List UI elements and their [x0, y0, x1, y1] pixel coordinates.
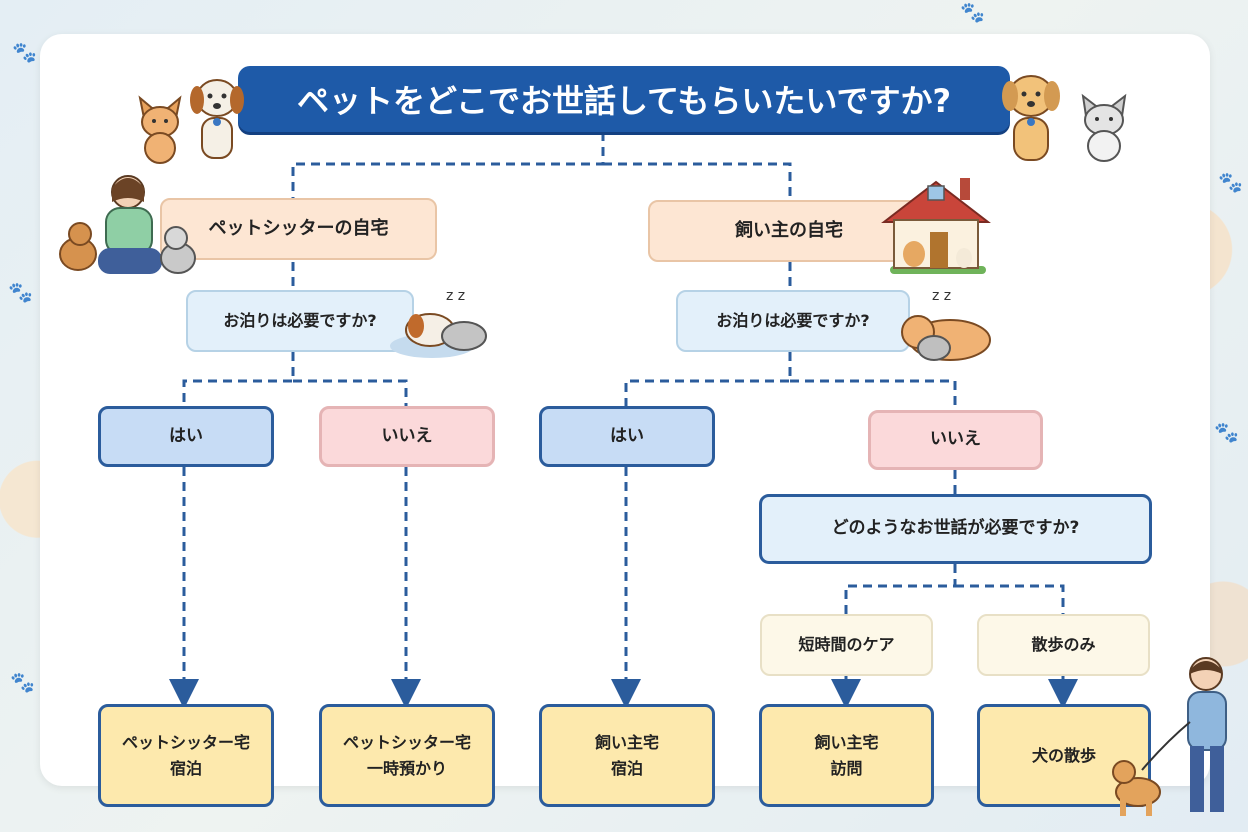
connector: [293, 379, 408, 406]
paw-icon: 🐾: [10, 670, 35, 694]
care-type-question: どのようなお世話が必要ですか?: [759, 494, 1152, 564]
paw-icon: 🐾: [12, 40, 37, 64]
paw-icon: 🐾: [1214, 420, 1239, 444]
dog-icon: [190, 79, 244, 159]
connector: [955, 584, 1065, 614]
paw-icon: 🐾: [8, 280, 33, 304]
sitter-home-node: ペットシッターの自宅: [160, 198, 437, 260]
cat-icon: [1081, 93, 1127, 162]
result-owner-visit: 飼い主宅 訪問: [759, 704, 934, 807]
dog-icon: [1002, 75, 1060, 161]
connector: [790, 379, 957, 410]
overnight-question-right: お泊りは必要ですか?: [676, 290, 910, 352]
connector: [182, 352, 295, 406]
yes-node: はい: [539, 406, 715, 467]
sleeping-pets-icon: z z: [390, 288, 487, 358]
svg-text:z z: z z: [446, 288, 465, 304]
yes-node: はい: [98, 406, 274, 467]
overnight-question-left: お泊りは必要ですか?: [186, 290, 414, 352]
paw-icon: 🐾: [1218, 170, 1243, 194]
connector: [603, 162, 792, 200]
connector: [624, 352, 792, 406]
paw-icon: 🐾: [960, 0, 985, 24]
sleeping-pets-icon: z z: [901, 288, 991, 361]
page-title: ペットをどこでお世話してもらいたいですか?: [238, 66, 1010, 132]
cat-icon: [138, 95, 182, 164]
house-icon: [881, 178, 991, 274]
result-sitter-overnight: ペットシッター宅 宿泊: [98, 704, 274, 807]
no-node: いいえ: [868, 410, 1043, 470]
connector: [844, 564, 957, 614]
svg-text:z z: z z: [932, 288, 951, 304]
connector: [291, 132, 605, 198]
person-walking-dog-icon: [1112, 657, 1227, 816]
result-sitter-temporary: ペットシッター宅 一時預かり: [319, 704, 495, 807]
walk-only-option: 散歩のみ: [977, 614, 1150, 676]
no-node: いいえ: [319, 406, 495, 467]
result-owner-overnight: 飼い主宅 宿泊: [539, 704, 715, 807]
short-care-option: 短時間のケア: [760, 614, 933, 676]
person-with-pets-icon: [59, 175, 196, 274]
